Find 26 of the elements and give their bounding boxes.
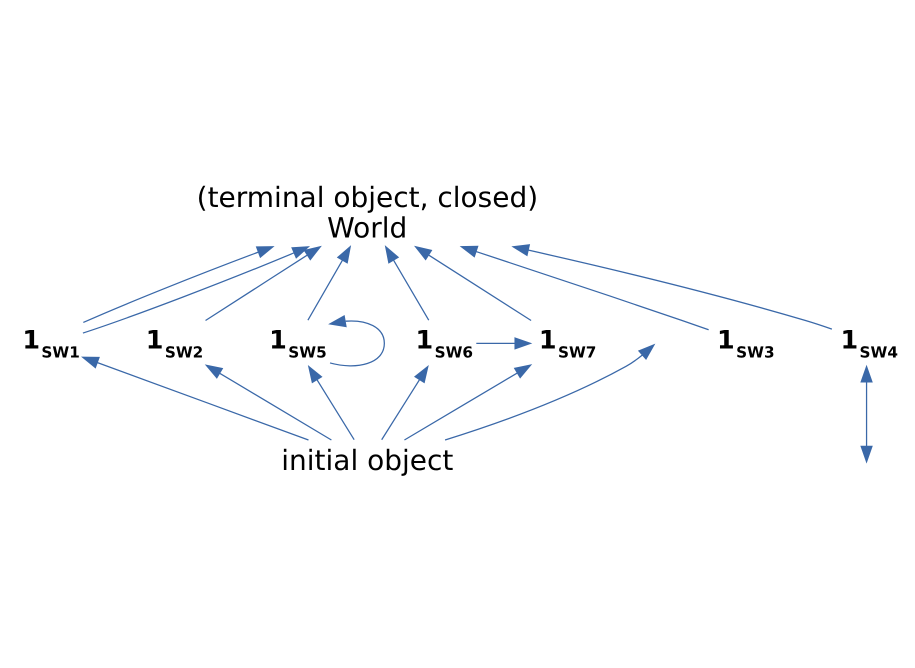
node-text: 1$_{SW5}$ bbox=[269, 324, 327, 361]
arrow bbox=[308, 364, 355, 440]
arrow bbox=[381, 364, 429, 440]
arrow bbox=[82, 246, 310, 334]
arrow bbox=[307, 244, 352, 320]
node-text: initial object bbox=[281, 444, 454, 477]
node-text: 1$_{SW6}$ bbox=[416, 324, 474, 361]
arrow bbox=[384, 244, 430, 320]
arrow bbox=[414, 245, 532, 321]
arrow bbox=[328, 314, 385, 366]
arrow bbox=[83, 246, 275, 323]
node-text: 1$_{SW2}$ bbox=[146, 324, 204, 361]
arrow bbox=[444, 343, 656, 440]
node-text: 1$_{SW7}$ bbox=[538, 324, 596, 361]
arrow bbox=[860, 364, 873, 464]
arrow bbox=[205, 245, 322, 321]
arrow bbox=[460, 245, 709, 330]
arrow bbox=[511, 244, 832, 330]
node-text: (terminal object, closed) World bbox=[196, 180, 538, 244]
node-text: 1$_{SW4}$ bbox=[840, 324, 898, 361]
arrow bbox=[204, 364, 332, 440]
node-text: 1$_{SW3}$ bbox=[717, 324, 775, 361]
arrow bbox=[404, 364, 532, 440]
node-text: 1$_{SW1}$ bbox=[22, 324, 80, 361]
arrow bbox=[81, 356, 309, 440]
arrow bbox=[476, 336, 532, 350]
